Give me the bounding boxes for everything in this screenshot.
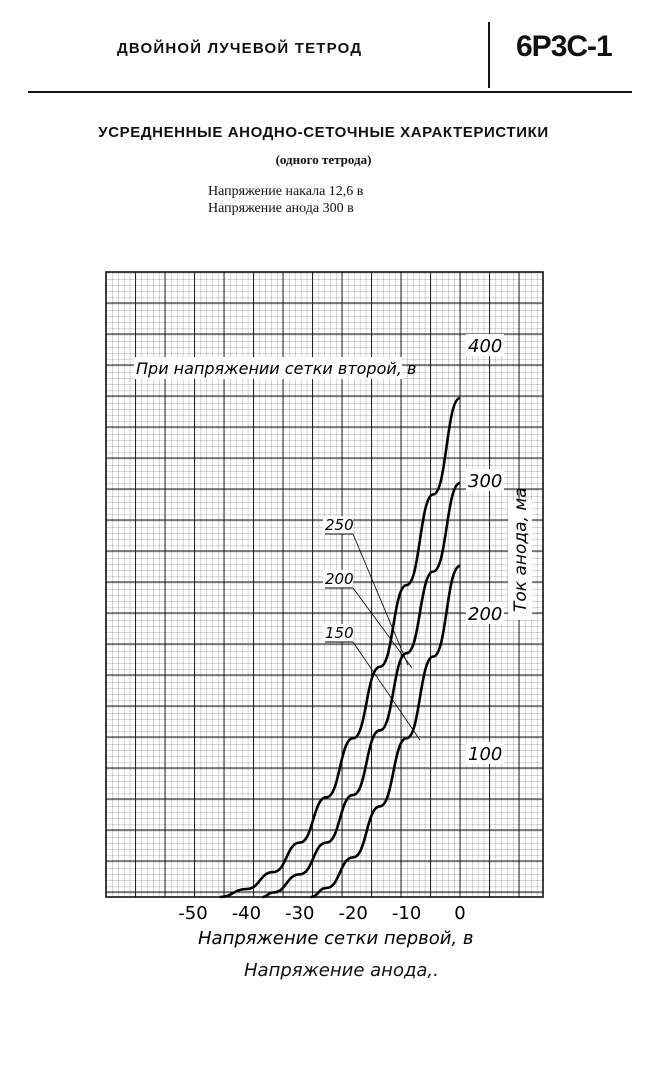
y-tick-label-300: 300 <box>468 471 502 492</box>
y-tick-bg-400 <box>466 334 504 356</box>
x-tick-label--40: -40 <box>232 903 261 924</box>
series-leader-150 <box>352 641 421 741</box>
curve-screen-grid-250 <box>219 396 461 899</box>
y-tick-bg-100 <box>466 742 504 764</box>
header-rule <box>28 91 632 93</box>
series-label-200: 200 <box>325 570 354 588</box>
x-tick-label--10: -10 <box>392 903 421 924</box>
header-divider <box>488 22 490 88</box>
series-caption: При напряжении сетки второй, в <box>136 359 416 378</box>
curve-screen-grid-200 <box>262 481 461 899</box>
y-tick-label-200: 200 <box>468 604 502 625</box>
series-label-250: 250 <box>325 516 354 534</box>
y-tick-bg-200 <box>466 602 504 624</box>
x-axis-label: Напряжение сетки первой, в <box>198 928 474 949</box>
series-caption-bg <box>134 357 402 379</box>
series-leader-250 <box>352 533 409 666</box>
x-tick-label--20: -20 <box>338 903 367 924</box>
series-label-bg-150 <box>323 624 353 642</box>
y-axis-label-bg <box>508 500 532 620</box>
x-tick-label--30: -30 <box>285 903 314 924</box>
x-tick-label--50: -50 <box>178 903 207 924</box>
series-label-150: 150 <box>325 624 354 642</box>
anode-voltage-note: Напряжение анода 300 в <box>208 201 354 216</box>
chart-labels: 250 200 150 При напряжении сетки второй, в 1… <box>134 334 532 949</box>
y-tick-bg-300 <box>466 469 504 491</box>
footer-note: Напряжение анода,. <box>244 960 439 981</box>
heater-voltage-note: Напряжение накала 12,6 в <box>208 184 364 199</box>
chart-curves <box>219 396 461 899</box>
tube-model-heading: 6Р3С-1 <box>516 30 613 63</box>
series-leader-200 <box>352 587 413 669</box>
chart-subtitle: (одного тетрода) <box>275 152 372 167</box>
x-tick-label-0: 0 <box>454 903 465 924</box>
tube-type-heading: ДВОЙНОЙ ЛУЧЕВОЙ ТЕТРОД <box>117 40 363 57</box>
series-label-bg-200 <box>323 570 353 588</box>
y-tick-label-100: 100 <box>468 744 502 765</box>
series-label-bg-250 <box>323 516 353 534</box>
y-tick-label-400: 400 <box>468 336 502 357</box>
chart-title: УСРЕДНЕННЫЕ АНОДНО-СЕТОЧНЫЕ ХАРАКТЕРИСТИ… <box>98 124 549 141</box>
y-axis-label: Ток анода, ма <box>511 487 531 612</box>
curve-screen-grid-150 <box>310 564 461 899</box>
